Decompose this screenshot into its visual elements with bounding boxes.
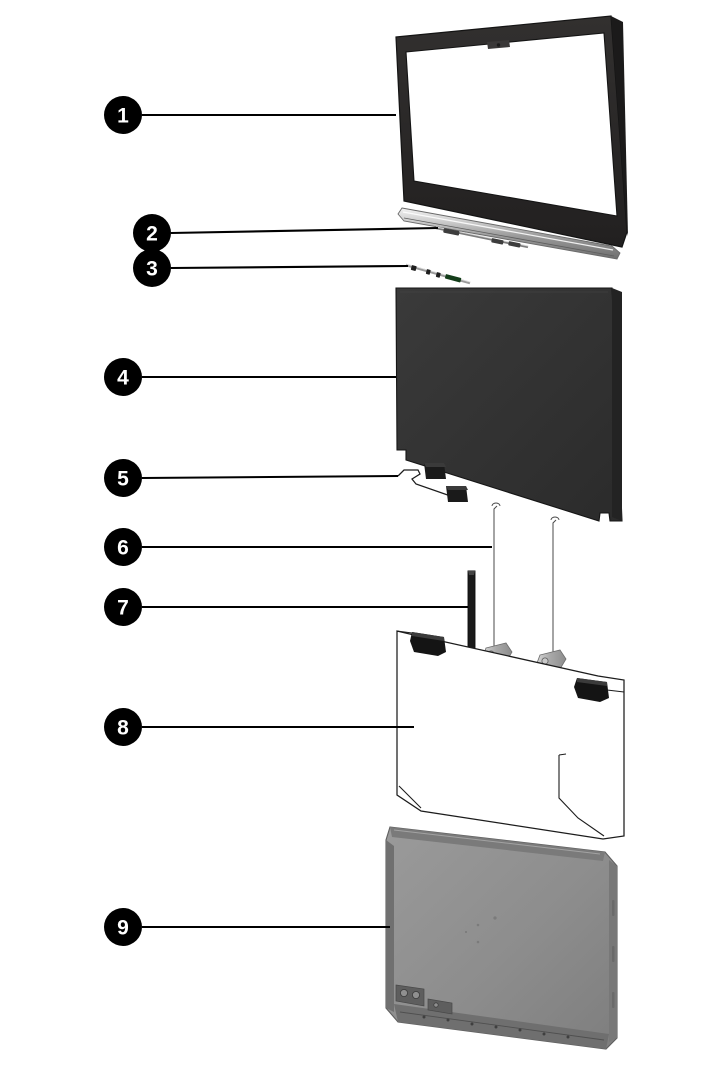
callout-number-7: 7 [117,597,129,620]
callout-number-2: 2 [146,223,158,246]
callout-badge-3[interactable]: 3 [133,249,171,287]
callout-number-8: 8 [117,717,129,740]
back-cover-hinge-foot-left [395,984,425,1007]
callout-badge-9[interactable]: 9 [104,908,142,946]
bezel-hinge-highlight [402,211,614,251]
callout-number-5: 5 [117,468,129,491]
antenna-bottom-left-fold [398,785,422,809]
webcam-connector-right [508,241,521,248]
callout-circle-9 [104,908,142,946]
callout-circle-2 [133,214,171,252]
webcam-connector-left [491,238,504,245]
back-cover-center-marks [464,916,497,944]
callout-badge-6[interactable]: 6 [104,528,142,566]
callout-number-4: 4 [117,367,129,390]
callout-badge-5[interactable]: 5 [104,459,142,497]
upper-cable-pcb [444,274,462,283]
antenna-connector-right-top [577,678,607,686]
callout-number-1: 1 [117,105,129,128]
callout-circle-5 [104,459,142,497]
antenna-connector-left-lead [396,630,413,634]
callout-leader-lines [141,113,492,929]
webcam-module-block [443,228,460,236]
bezel-screen-aperture [405,32,618,217]
part-display-panel-cable [397,463,468,502]
hinge-left-arm-top-loop [491,502,501,507]
hinge-left-arm [493,505,498,655]
leader-line-2 [170,226,439,235]
hinge-right-arm-top-loop [550,516,560,521]
callout-circle-8 [104,708,142,746]
back-cover-bottom-rim [394,1004,609,1049]
callout-badge-2[interactable]: 2 [133,214,171,252]
part-display-cable-upper [405,263,471,285]
callout-number-6: 6 [117,537,129,560]
display-panel-right-edge [612,288,622,521]
panel-cable-connector-lower-top [446,486,468,490]
callout-badge-4[interactable]: 4 [104,358,142,396]
back-cover-side-marks [612,900,615,1008]
callout-number-9: 9 [117,917,129,940]
callout-circle-4 [104,358,142,396]
callout-badges: 1 2 3 4 5 6 7 8 [104,96,171,946]
panel-cable-routing [397,469,463,501]
callout-badge-7[interactable]: 7 [104,588,142,626]
part-display-back-cover [385,826,618,1050]
callout-circle-3 [133,249,171,287]
callout-circle-7 [104,588,142,626]
antenna-bottom-right-fold [558,755,605,837]
callout-circle-6 [104,528,142,566]
callout-circle-1 [104,96,142,134]
hinge-cover-top-cap [468,571,475,575]
callout-badge-8[interactable]: 8 [104,708,142,746]
back-cover-bottom-screw-row [422,1015,570,1039]
antenna-connector-right-lead [606,689,625,693]
part-wireless-antenna-assembly [396,630,625,840]
hinge-right-arm [552,519,557,672]
back-cover-hinge-foot-right [427,998,453,1015]
callout-badge-1[interactable]: 1 [104,96,142,134]
antenna-notch [558,753,567,756]
upper-cable-connector-2 [425,269,431,275]
leader-line-5 [141,474,399,480]
bezel-hinge-shadow [403,217,615,257]
callout-number-3: 3 [146,258,158,281]
bezel-right-cap [611,16,628,236]
bezel-camera-lens [496,43,501,47]
part-webcam-microphone-module [435,226,529,249]
upper-cable-connector-3 [435,272,441,278]
antenna-sheet-outline [396,630,625,840]
panel-cable-connector-upper-top [424,463,446,467]
antenna-connector-left-top [412,632,444,641]
part-display-bezel [395,15,628,260]
upper-cable-connector-1 [410,265,417,271]
part-display-panel [395,287,623,522]
back-cover-bottom-seam [399,1011,605,1041]
back-cover-top-highlight [393,829,601,855]
leader-line-3 [170,264,409,270]
